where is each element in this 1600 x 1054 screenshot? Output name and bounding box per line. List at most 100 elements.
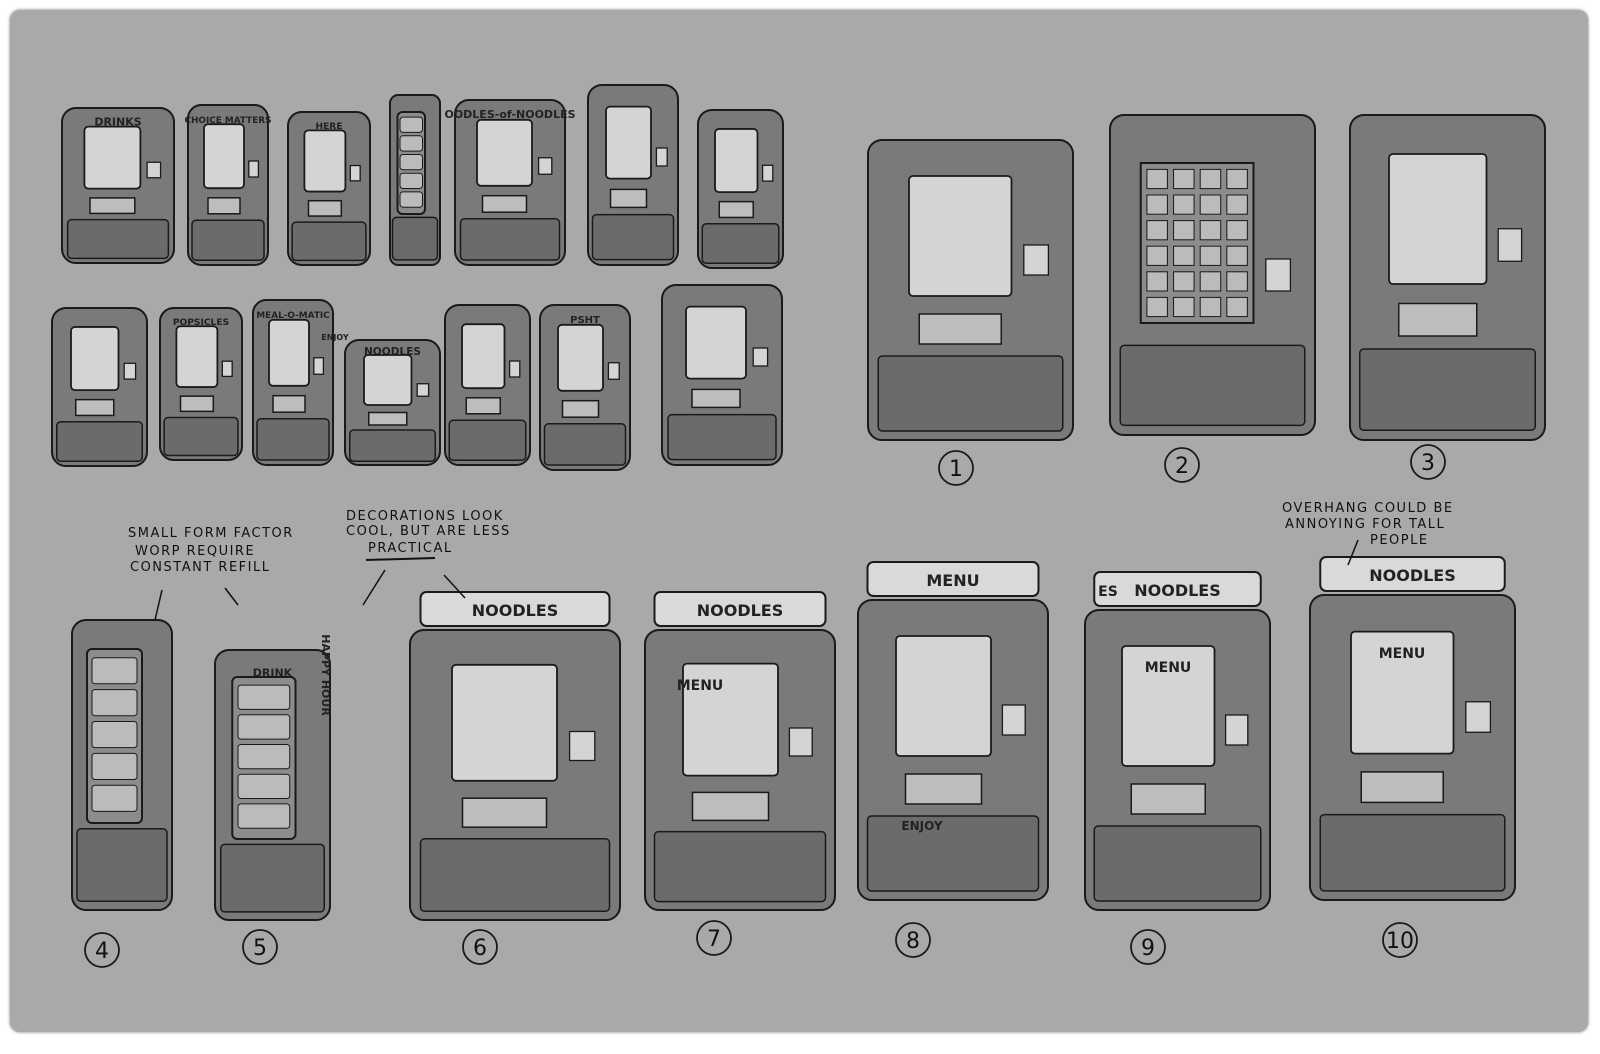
number-circle (462, 929, 498, 965)
sign-board (653, 591, 827, 627)
card-reader (1265, 258, 1292, 292)
dispense-slot (368, 411, 408, 426)
product-slot (1173, 271, 1195, 292)
card-reader (1497, 228, 1523, 262)
screen (83, 125, 142, 190)
can-slot (237, 803, 291, 829)
card-reader (146, 161, 162, 179)
screen (461, 323, 506, 390)
machine-base (56, 421, 143, 463)
annotation-small-form-factor: SMALL FORM FACTOR WORP REQUIRE CONSTANT … (128, 526, 292, 621)
card-reader (508, 360, 521, 378)
card-reader (1465, 701, 1492, 733)
card-reader (349, 164, 361, 182)
dispense-slot (465, 397, 501, 415)
dispense-slot (1398, 302, 1478, 337)
machine-base (543, 423, 627, 466)
screen (895, 635, 992, 757)
screen (605, 105, 652, 180)
product-slot (1173, 296, 1195, 318)
machine-base (349, 429, 436, 462)
dispense-slot (481, 194, 528, 213)
product-slot (1199, 296, 1222, 318)
card-reader (123, 362, 137, 380)
product-slot (1146, 245, 1168, 266)
machine-base (76, 828, 168, 903)
machine-base (419, 838, 611, 913)
annotation-overhang: OVERHANG COULD BE ANNOYING FOR TALL PEOP… (1282, 501, 1454, 566)
number-circle (696, 920, 732, 956)
card-reader (416, 383, 430, 397)
dispense-slot (307, 199, 343, 217)
machine-concept-6: NOODLES (409, 591, 621, 921)
pointer-line (224, 587, 239, 606)
can-slot (237, 684, 291, 710)
sign-text: POPSICLES (173, 318, 229, 328)
pointer-line (362, 569, 386, 606)
can-slot (237, 744, 291, 770)
machine-base (191, 219, 265, 261)
can-slot (91, 689, 138, 717)
can-slot (399, 172, 423, 189)
machine-base (866, 815, 1040, 892)
dispense-slot (561, 399, 600, 418)
card-reader (1023, 244, 1050, 276)
machine-concept-9: NOODLES (1084, 571, 1271, 911)
sign-text: NOODLES (472, 601, 559, 620)
screen (203, 123, 245, 190)
card-reader (313, 357, 325, 375)
screen (908, 175, 1013, 297)
screen (268, 318, 310, 387)
number-circle (1130, 929, 1166, 965)
machine-base (877, 355, 1064, 432)
enjoy-small-text: ENJOY (321, 333, 349, 342)
machine-concept-5: DRINK (214, 649, 331, 921)
product-slot (1173, 245, 1195, 266)
sign-text: MENU (926, 571, 979, 590)
dispense-slot (75, 398, 115, 417)
annotation-decorations: DECORATIONS LOOK COOL, BUT ARE LESS PRAC… (346, 509, 511, 606)
dispense-slot (904, 773, 983, 805)
sign-text: PSHT (570, 315, 600, 326)
can-slot (237, 714, 291, 740)
underline (365, 557, 436, 561)
machine-concept-4 (71, 619, 173, 911)
mini-machine-arrow-slot (51, 307, 148, 467)
mini-machine-tall (587, 84, 679, 266)
card-reader (568, 730, 596, 762)
screen (363, 354, 413, 406)
product-slot (1146, 194, 1168, 215)
sign-text: HERE (315, 122, 342, 132)
concept-number: 5 (253, 936, 267, 961)
annotation-line: OVERHANG COULD BE (1282, 501, 1454, 516)
machine-base (701, 223, 780, 265)
dispense-slot (609, 188, 648, 209)
sign-board (419, 591, 611, 627)
machine-base (1319, 813, 1506, 892)
product-slot (1199, 168, 1222, 190)
machine-concept-7: NOODLES (644, 591, 836, 911)
concept-number: 10 (1386, 929, 1414, 954)
menu-text-10: MENU (1379, 646, 1426, 662)
machine-base (653, 830, 827, 903)
product-slot (1146, 296, 1168, 318)
annotation-line: COOL, BUT ARE LESS (346, 524, 511, 539)
card-reader (221, 360, 233, 378)
machine-base (291, 221, 367, 262)
card-reader (537, 157, 553, 175)
screen (70, 326, 120, 392)
product-slot (1146, 168, 1168, 190)
annotation-line: PEOPLE (1370, 533, 1429, 548)
can-slot (399, 116, 423, 133)
sign-board (1319, 556, 1506, 592)
number-circle (1382, 922, 1418, 958)
card-reader (1001, 704, 1026, 736)
sign-text: NOODLES (1134, 581, 1221, 600)
product-slot (1173, 168, 1195, 190)
mini-machine-noodle-bowl: NOODLES (344, 339, 441, 466)
machine-base (1359, 348, 1536, 431)
annotation-line: ANNOYING FOR TALL (1285, 517, 1445, 532)
sign-text: NOODLES (364, 346, 421, 358)
machine-concept-8: MENU (857, 561, 1049, 901)
machine-base (1119, 344, 1306, 427)
